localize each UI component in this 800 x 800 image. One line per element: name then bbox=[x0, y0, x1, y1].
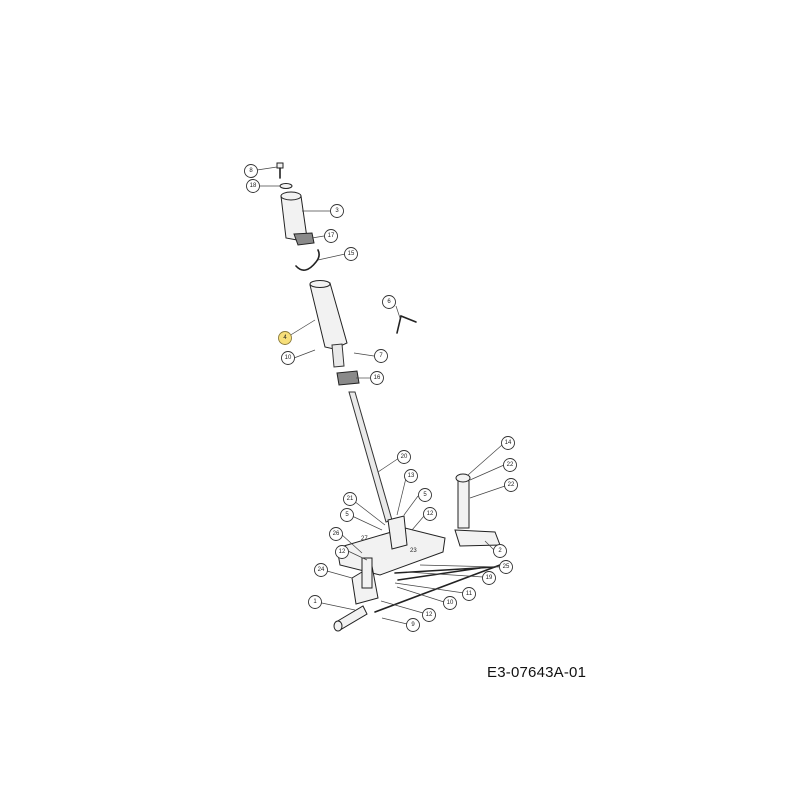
wire-clip bbox=[295, 249, 320, 271]
svg-text:22: 22 bbox=[507, 462, 514, 468]
lower-column-cover bbox=[309, 280, 348, 350]
callout-4-highlighted: 4 bbox=[278, 331, 292, 345]
left-axle bbox=[333, 605, 368, 632]
callout-24: 24 bbox=[314, 563, 328, 577]
callout-5-left: 5 bbox=[340, 508, 354, 522]
svg-text:6: 6 bbox=[387, 299, 391, 305]
callout-22-upper: 22 bbox=[503, 458, 517, 472]
callout-9: 9 bbox=[406, 618, 420, 632]
callout-27-text: 27 bbox=[361, 536, 368, 542]
callout-22-lower: 22 bbox=[504, 478, 518, 492]
svg-text:18: 18 bbox=[250, 183, 257, 189]
callout-17: 17 bbox=[324, 229, 338, 243]
callout-21: 21 bbox=[343, 492, 357, 506]
svg-text:12: 12 bbox=[426, 612, 433, 618]
callout-5-right: 5 bbox=[418, 488, 432, 502]
svg-text:13: 13 bbox=[408, 473, 415, 479]
svg-text:17: 17 bbox=[328, 233, 335, 239]
svg-text:12: 12 bbox=[427, 511, 434, 517]
drawing-code: E3-07643A-01 bbox=[487, 664, 587, 681]
svg-text:10: 10 bbox=[447, 600, 454, 606]
hex-key bbox=[396, 314, 417, 334]
svg-text:15: 15 bbox=[348, 251, 355, 257]
callout-3: 3 bbox=[330, 204, 344, 218]
leader-lines bbox=[256, 166, 506, 625]
svg-text:9: 9 bbox=[411, 622, 415, 628]
svg-text:12: 12 bbox=[339, 549, 346, 555]
svg-text:19: 19 bbox=[486, 575, 493, 581]
callout-26: 26 bbox=[329, 527, 343, 541]
spindle-left bbox=[351, 557, 379, 605]
callout-14: 14 bbox=[501, 436, 515, 450]
spindle-right bbox=[454, 473, 501, 547]
callout-16: 16 bbox=[370, 371, 384, 385]
svg-text:26: 26 bbox=[333, 531, 340, 537]
callout-10-lower: 10 bbox=[443, 596, 457, 610]
drag-link bbox=[394, 566, 496, 581]
callout-10-upper: 10 bbox=[281, 351, 295, 365]
callout-12-lower: 12 bbox=[422, 608, 436, 622]
callout-11: 11 bbox=[462, 587, 476, 601]
callout-25: 25 bbox=[499, 560, 513, 574]
svg-text:22: 22 bbox=[508, 482, 515, 488]
bushing-lower bbox=[336, 370, 360, 386]
callout-13: 13 bbox=[404, 469, 418, 483]
svg-text:10: 10 bbox=[285, 355, 292, 361]
callout-20: 20 bbox=[397, 450, 411, 464]
svg-text:4: 4 bbox=[283, 335, 287, 341]
callout-19: 19 bbox=[482, 571, 496, 585]
svg-text:14: 14 bbox=[505, 440, 512, 446]
svg-text:11: 11 bbox=[466, 591, 473, 597]
upper-column-cover bbox=[280, 191, 308, 241]
callout-12-middle: 12 bbox=[335, 545, 349, 559]
callout-23-text: 23 bbox=[410, 548, 417, 554]
svg-text:20: 20 bbox=[401, 454, 408, 460]
svg-text:7: 7 bbox=[379, 353, 383, 359]
svg-text:24: 24 bbox=[318, 567, 325, 573]
svg-text:3: 3 bbox=[335, 208, 339, 214]
bushing-upper bbox=[293, 232, 315, 246]
svg-text:1: 1 bbox=[313, 599, 317, 605]
svg-text:21: 21 bbox=[347, 496, 354, 502]
callout-18: 18 bbox=[246, 179, 260, 193]
callout-15: 15 bbox=[344, 247, 358, 261]
callout-1: 1 bbox=[308, 595, 322, 609]
callout-6: 6 bbox=[382, 295, 396, 309]
tie-rod bbox=[374, 564, 501, 613]
svg-text:5: 5 bbox=[345, 512, 349, 518]
svg-text:25: 25 bbox=[503, 564, 510, 570]
callout-7: 7 bbox=[374, 349, 388, 363]
column-tube-end bbox=[331, 343, 345, 368]
steering-shaft-cap-screw bbox=[276, 162, 284, 179]
svg-text:2: 2 bbox=[498, 548, 502, 554]
svg-text:16: 16 bbox=[374, 375, 381, 381]
washer bbox=[279, 183, 293, 189]
callout-8: 8 bbox=[244, 164, 258, 178]
callout-2: 2 bbox=[493, 544, 507, 558]
callout-12-upper: 12 bbox=[423, 507, 437, 521]
svg-text:8: 8 bbox=[249, 168, 253, 174]
svg-text:5: 5 bbox=[423, 492, 427, 498]
